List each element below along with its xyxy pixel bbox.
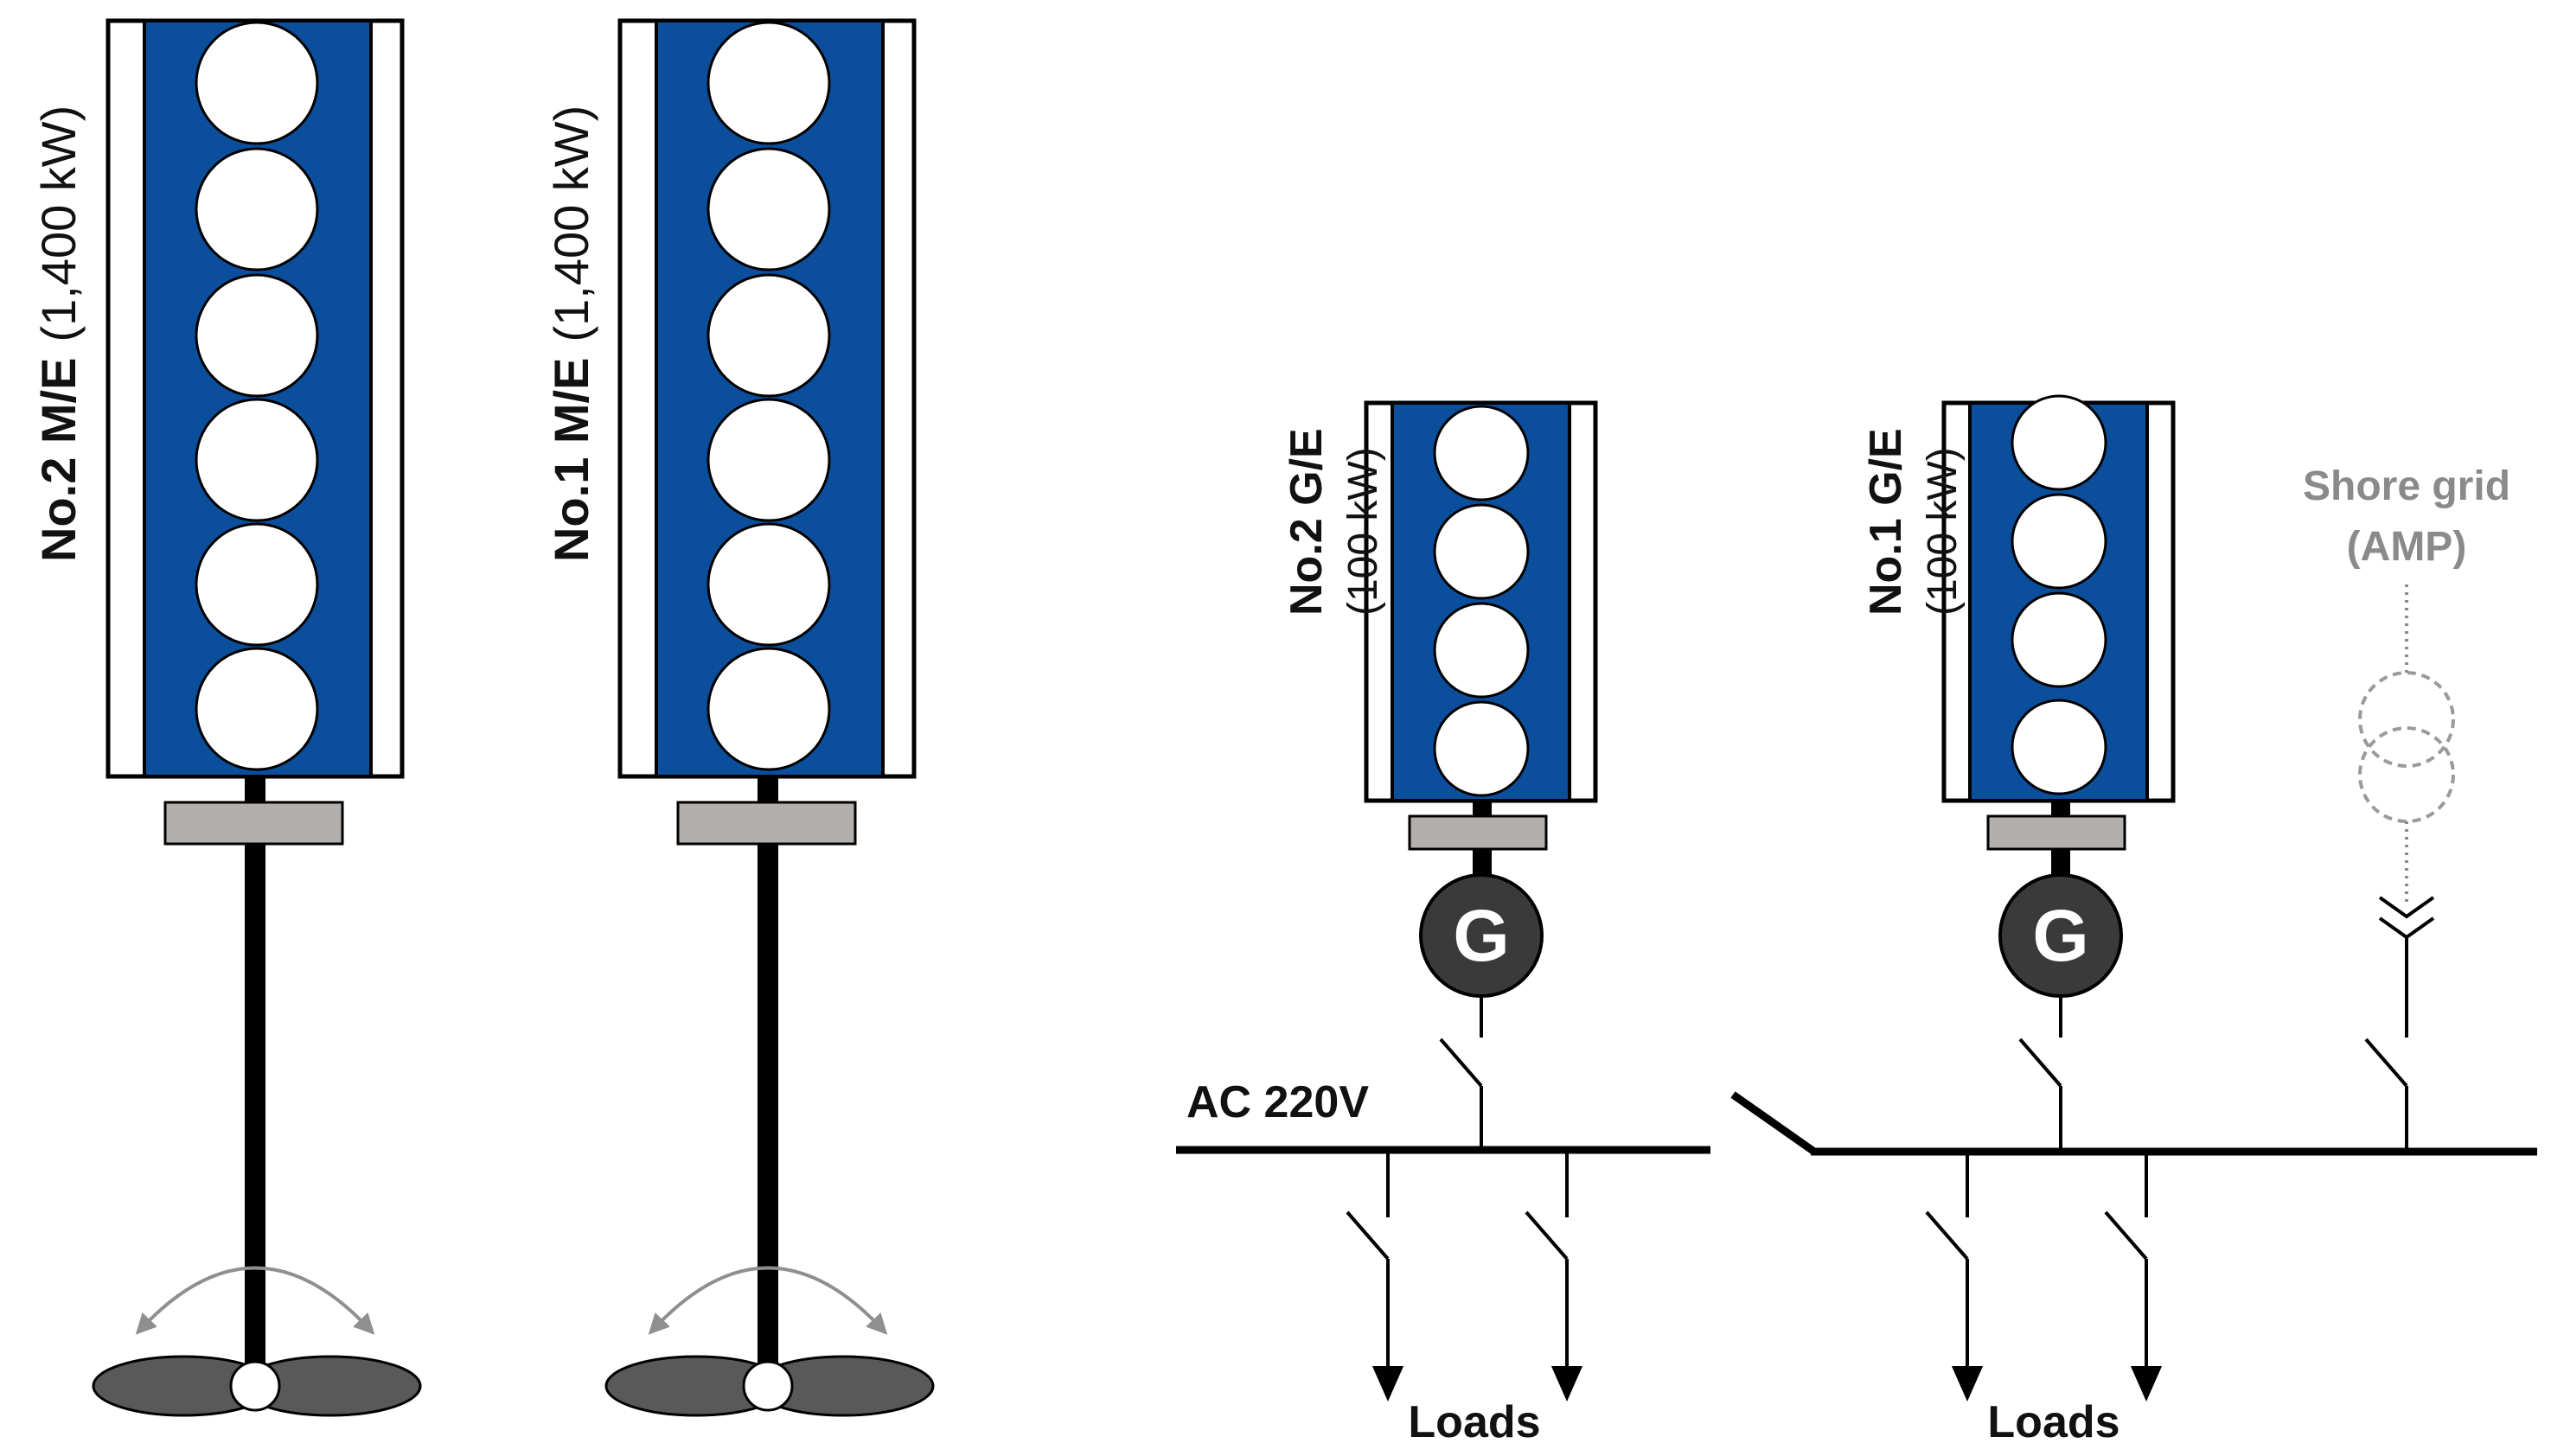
breaker-ge2 bbox=[1439, 1038, 1483, 1150]
engine-rating-label: (100 kW) bbox=[1920, 447, 1966, 616]
engine-label: No.2 M/E(1,400 kW) bbox=[31, 105, 86, 562]
cylinders bbox=[706, 21, 831, 771]
main-engine-no2: No.2 M/E(1,400 kW) bbox=[31, 18, 422, 1417]
generator: G bbox=[1419, 873, 1544, 998]
transformer-icon bbox=[2358, 671, 2455, 823]
shaft-stub bbox=[245, 775, 265, 802]
breaker-ge1 bbox=[2018, 1038, 2062, 1152]
shaft-stub bbox=[758, 775, 778, 802]
coupling-box bbox=[1408, 814, 1548, 851]
shaft-stub bbox=[1473, 799, 1492, 816]
cylinders bbox=[1433, 405, 1530, 797]
generator-engine-no1: G No.1 G/E (100 kW) bbox=[1861, 394, 2176, 1038]
propeller bbox=[92, 1355, 422, 1417]
rotation-arrow bbox=[135, 1266, 375, 1335]
generator-symbol: G bbox=[2032, 895, 2088, 976]
shore-amp-label: (AMP) bbox=[2347, 524, 2467, 570]
rotation-arrow bbox=[648, 1266, 888, 1335]
shaft-stub bbox=[2051, 799, 2070, 816]
coupling-box bbox=[1986, 814, 2126, 851]
load-feeder bbox=[1346, 1150, 1404, 1402]
load-feeder bbox=[1525, 1150, 1583, 1402]
generator-engine-no2: G No.2 G/E (100 kW) bbox=[1282, 400, 1598, 1038]
shaft-stub bbox=[2051, 849, 2070, 875]
coupling-box bbox=[676, 801, 857, 846]
shore-grid-connection: Shore grid (AMP) bbox=[2303, 463, 2510, 1038]
propeller bbox=[604, 1355, 935, 1417]
shaft-stub bbox=[1473, 849, 1492, 875]
loads-label-left: Loads bbox=[1408, 1397, 1540, 1447]
coupling-box bbox=[163, 801, 344, 846]
cylinders bbox=[2011, 394, 2107, 795]
shore-grid-label: Shore grid bbox=[2303, 463, 2510, 509]
engine-label: No.1 M/E(1,400 kW) bbox=[544, 105, 598, 562]
propeller-shaft bbox=[245, 844, 265, 1375]
cylinders bbox=[195, 21, 319, 771]
loads-label-right: Loads bbox=[1987, 1397, 2119, 1447]
generator-symbol: G bbox=[1453, 895, 1509, 976]
engine-rating-label: (100 kW) bbox=[1340, 447, 1386, 616]
breaker-shore bbox=[2364, 1038, 2408, 1152]
load-feeder bbox=[1925, 1152, 1984, 1402]
plug-connector-icon bbox=[2378, 896, 2435, 940]
bus-voltage-label: AC 220V bbox=[1186, 1077, 1369, 1127]
bus-tie-breaker bbox=[1730, 1091, 1817, 1155]
generator: G bbox=[1998, 873, 2123, 998]
engine-name-label: No.2 G/E bbox=[1282, 428, 1332, 616]
engine-name-label: No.1 G/E bbox=[1861, 428, 1911, 616]
load-feeder bbox=[2104, 1152, 2163, 1402]
main-engine-no1: No.1 M/E(1,400 kW) bbox=[544, 18, 935, 1417]
switchboard bbox=[1176, 1038, 2537, 1402]
propeller-shaft bbox=[758, 844, 778, 1375]
